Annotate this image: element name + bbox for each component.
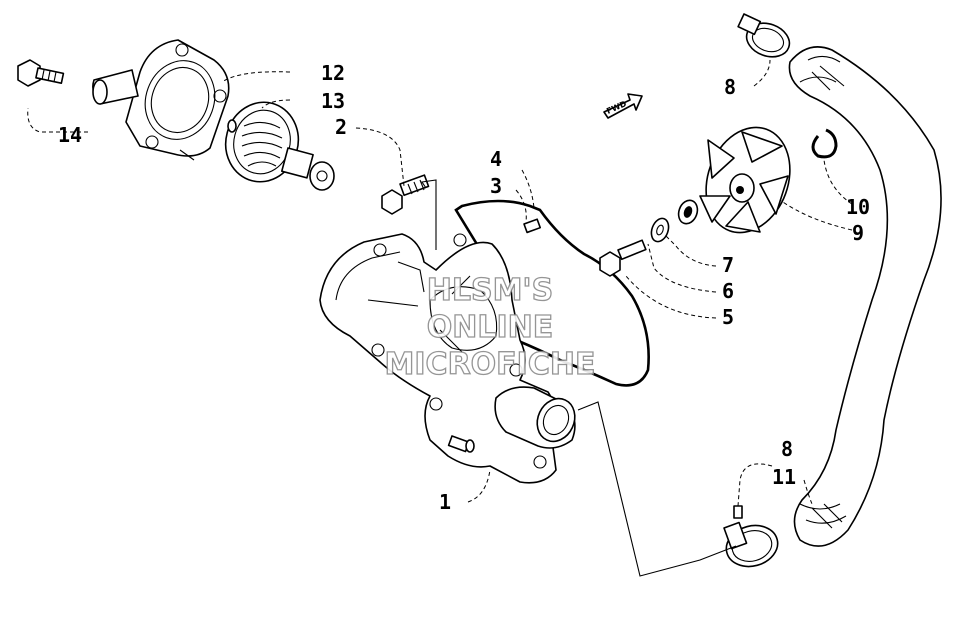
- callout-8-top: 8: [724, 75, 736, 99]
- part-7-seal: [677, 199, 699, 225]
- callout-6: 6: [722, 279, 734, 303]
- callout-5: 5: [722, 305, 734, 329]
- part-1-pump-housing: [319, 233, 576, 484]
- part-10-circlip: [811, 128, 838, 159]
- part-3-dowel-pin: [523, 218, 542, 234]
- callout-14: 14: [58, 123, 82, 147]
- callout-13: 13: [321, 89, 345, 113]
- watermark-line-1: HLSM'S: [427, 273, 553, 308]
- callout-11: 11: [772, 465, 796, 489]
- callout-2: 2: [335, 115, 347, 139]
- callout-labels: 1 2 3 4 5 6 7 8 8 9 10 11 12 13 14: [58, 61, 870, 514]
- part-14-bolt: [17, 59, 65, 87]
- watermark-line-3: MICROFICHE: [385, 347, 596, 382]
- callout-10: 10: [846, 195, 870, 219]
- part-8-clamp-top: [737, 13, 791, 58]
- callout-9: 9: [852, 221, 864, 245]
- callout-7: 7: [722, 253, 734, 277]
- part-6-washer: [650, 217, 670, 243]
- callout-12: 12: [321, 61, 345, 85]
- callout-4: 4: [490, 147, 502, 171]
- watermark: HLSM'S ONLINE MICROFICHE: [384, 272, 596, 382]
- part-5-bolt: [599, 239, 647, 277]
- part-2-bolt: [381, 174, 430, 215]
- leader-lines: [27, 59, 853, 577]
- part-11-hose: [788, 46, 942, 547]
- part-8-clamp-bottom: [723, 505, 779, 568]
- forward-arrow-icon: FWD: [603, 93, 643, 119]
- watermark-line-2: ONLINE: [427, 310, 554, 345]
- part-12-thermostat-cover: [92, 39, 230, 161]
- part-13-thermostat: [224, 101, 335, 191]
- callout-1: 1: [439, 490, 451, 514]
- callout-3: 3: [490, 174, 502, 198]
- part-9-impeller: [699, 126, 791, 234]
- callout-8-bottom: 8: [781, 437, 793, 461]
